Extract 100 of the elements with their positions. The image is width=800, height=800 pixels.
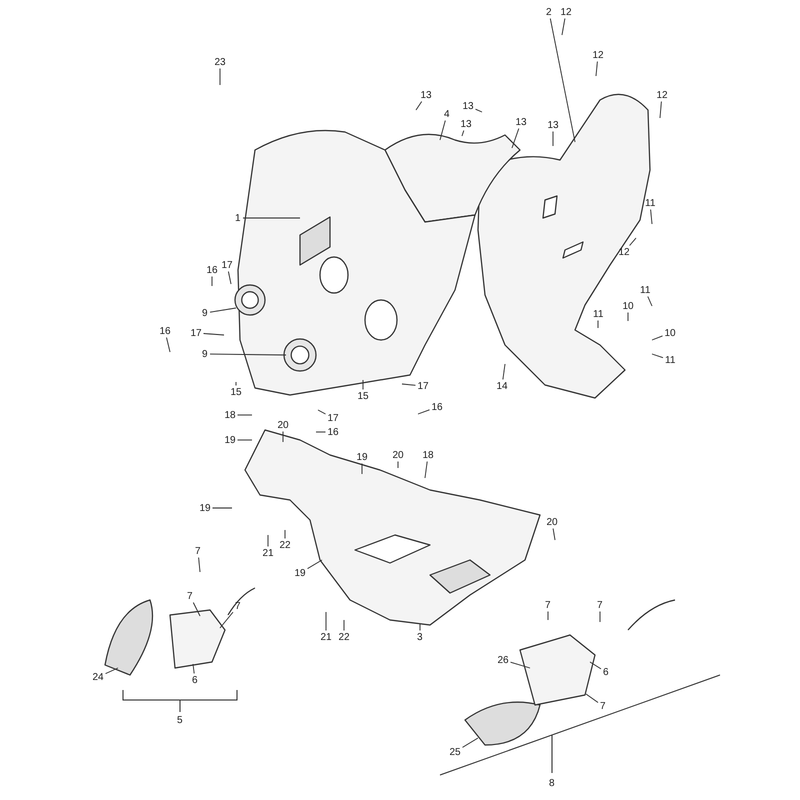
leader-line: [652, 354, 664, 358]
callout-number: 11: [592, 308, 604, 320]
leader-line: [462, 738, 478, 748]
callout-number: 21: [262, 548, 275, 558]
callout-number: 6: [602, 666, 610, 678]
callout-number: 9: [201, 348, 209, 360]
callout-number: 16: [206, 264, 219, 276]
leader-line: [475, 108, 482, 112]
leader-line: [462, 130, 464, 136]
leader-line: [210, 354, 286, 356]
callout-number: 24: [92, 672, 105, 682]
callout-number: 17: [190, 328, 203, 338]
callout-number: 7: [234, 600, 242, 612]
callout-number: 11: [664, 354, 676, 366]
leader-line: [237, 414, 252, 416]
callout-number: 4: [443, 108, 451, 120]
callout-number: 15: [230, 386, 243, 398]
leader-line: [652, 335, 663, 340]
callout-number: 7: [599, 700, 607, 712]
leader-line: [629, 238, 636, 246]
callout-number: 16: [158, 326, 172, 336]
callout-number: 19: [198, 502, 212, 514]
callout-number: 7: [194, 546, 202, 556]
callout-number: 10: [622, 300, 635, 312]
callout-number: 12: [618, 246, 631, 258]
leader-line: [596, 61, 598, 76]
leader-line: [416, 101, 422, 110]
leader-line: [424, 461, 428, 478]
callout-number: 15: [356, 390, 370, 402]
callout-number: 13: [546, 120, 560, 130]
bezel-ring: [283, 338, 317, 372]
leader-line: [660, 101, 662, 118]
leader-line: [418, 409, 430, 414]
callout-number: 25: [448, 746, 462, 758]
callout-number: 6: [191, 674, 199, 686]
leader-line: [210, 308, 236, 313]
callout-number: 8: [548, 778, 556, 788]
leader-line: [550, 18, 576, 142]
leader-line: [440, 120, 446, 140]
callout-number: 7: [596, 600, 604, 610]
callout-number: 19: [356, 452, 369, 462]
callout-number: 19: [224, 434, 237, 446]
callout-number: 2: [545, 6, 553, 18]
callout-number: 7: [186, 590, 194, 602]
callout-number: 12: [560, 6, 573, 18]
callout-number: 22: [278, 540, 292, 550]
leader-line: [220, 612, 234, 628]
lens-drawing: [464, 702, 541, 746]
callout-number: 18: [422, 450, 435, 460]
callout-number: 17: [326, 412, 340, 424]
callout-number: 5: [176, 714, 184, 726]
callout-number: 13: [460, 118, 473, 130]
callout-number: 11: [644, 198, 656, 208]
leader-line: [552, 528, 556, 540]
callout-number: 12: [656, 90, 669, 100]
callout-number: 20: [392, 450, 405, 460]
callout-number: 22: [338, 632, 351, 642]
callout-number: 20: [276, 420, 290, 430]
leader-line: [552, 131, 554, 146]
leader-line: [512, 128, 520, 148]
callout-number: 9: [201, 308, 209, 318]
callout-number: 23: [214, 56, 227, 68]
callout-number: 17: [416, 380, 430, 392]
leader-line: [502, 364, 506, 380]
leader-line: [318, 410, 326, 414]
lens-drawing: [104, 599, 154, 676]
callout-number: 14: [496, 380, 509, 392]
leader-line: [362, 380, 364, 390]
callout-number: 10: [664, 328, 677, 338]
callout-number: 17: [220, 260, 234, 270]
bezel-ring: [234, 284, 266, 316]
leader-line: [192, 602, 200, 616]
leader-line: [282, 431, 284, 442]
lower-cover-drawing: [244, 429, 541, 626]
leader-line: [510, 662, 530, 668]
leader-line: [590, 662, 602, 670]
leader-line: [562, 18, 566, 36]
cover-drawing: [384, 134, 521, 223]
callout-number: 1: [234, 212, 242, 224]
leader-line: [586, 694, 598, 703]
leader-line: [284, 530, 286, 539]
callout-number: 13: [462, 100, 475, 112]
leader-line: [166, 337, 170, 352]
leader-line: [647, 296, 652, 306]
callout-number: 12: [592, 50, 605, 60]
leader-line: [307, 560, 322, 570]
callout-number: 13: [514, 116, 528, 128]
callout-number: 20: [546, 516, 559, 528]
callout-number: 3: [416, 632, 424, 642]
callout-number: 19: [294, 568, 307, 578]
callout-number: 16: [326, 426, 340, 438]
callout-number: 21: [320, 632, 333, 642]
callout-number: 11: [639, 284, 652, 296]
turn-signal-housing-drawing: [169, 609, 226, 669]
turn-signal-housing-drawing: [519, 634, 596, 706]
callout-number: 7: [544, 600, 552, 610]
callout-number: 16: [430, 402, 444, 412]
leader-line: [650, 209, 652, 224]
leader-line: [105, 668, 118, 674]
callout-number: 26: [496, 654, 510, 666]
